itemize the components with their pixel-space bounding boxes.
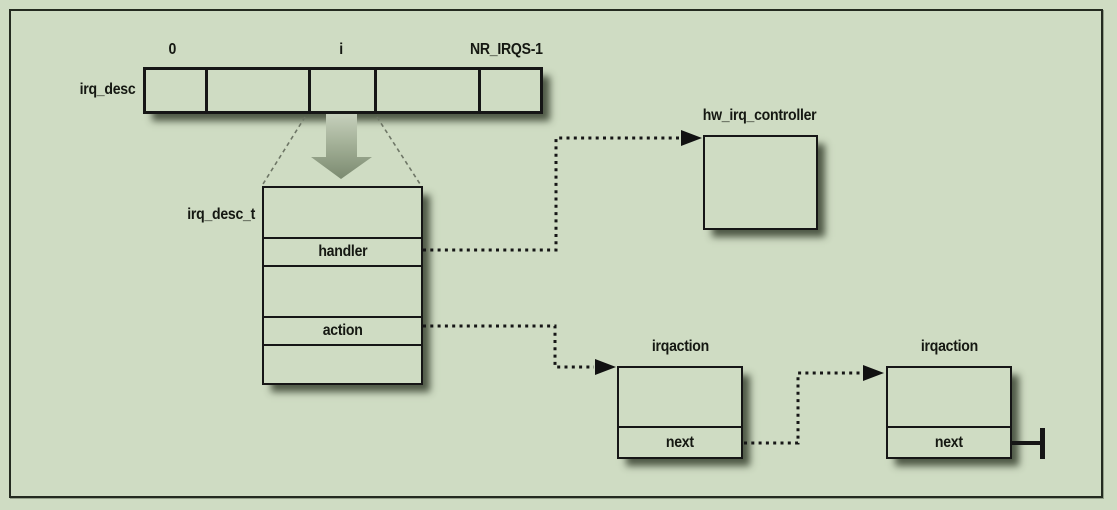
irqaction-2-title-text: irqaction <box>920 338 978 355</box>
irqaction-2-empty-row <box>888 368 1010 426</box>
action-field-label: action <box>322 322 363 339</box>
array-index-0: 0 <box>152 41 192 59</box>
irqaction-box-2: next <box>886 366 1012 459</box>
array-label-text: irq_desc <box>79 81 135 98</box>
irqaction-box-1: next <box>617 366 743 459</box>
next-field-label: next <box>935 433 963 451</box>
hw-irq-controller-title: hw_irq_controller <box>670 107 850 125</box>
array-index-i: i <box>321 41 361 59</box>
array-index-0-label: 0 <box>168 41 176 58</box>
irqaction-1-title: irqaction <box>600 338 760 356</box>
figure-frame <box>9 9 1103 498</box>
array-cell-divider <box>478 70 481 111</box>
irqaction-1-next-row: next <box>619 426 741 457</box>
struct-row-handler: handler <box>264 237 421 265</box>
handler-field-label: handler <box>317 243 368 260</box>
array-index-last: NR_IRQS-1 <box>441 41 571 59</box>
array-cell-divider <box>374 70 377 111</box>
struct-row-action: action <box>264 316 421 344</box>
array-cell-divider <box>205 70 208 111</box>
next-field-label: next <box>666 433 694 451</box>
array-label: irq_desc <box>38 81 135 99</box>
irq-desc-array <box>143 67 543 114</box>
struct-label-text: irq_desc_t <box>187 206 255 223</box>
array-cell-divider <box>308 70 311 111</box>
irqaction-2-title: irqaction <box>869 338 1029 356</box>
hw-irq-controller-box <box>703 135 818 230</box>
struct-row-empty <box>264 265 421 316</box>
array-index-i-label: i <box>339 41 343 58</box>
irqaction-1-title-text: irqaction <box>651 338 709 355</box>
hw-irq-controller-title-text: hw_irq_controller <box>703 107 817 124</box>
irqaction-1-empty-row <box>619 368 741 426</box>
array-index-last-label: NR_IRQS-1 <box>469 41 543 58</box>
struct-row-empty <box>264 188 421 237</box>
irq-desc-t-struct: handler action <box>262 186 423 385</box>
struct-row-empty <box>264 344 421 383</box>
struct-label: irq_desc_t <box>148 206 255 224</box>
irqaction-2-next-row: next <box>888 426 1010 457</box>
